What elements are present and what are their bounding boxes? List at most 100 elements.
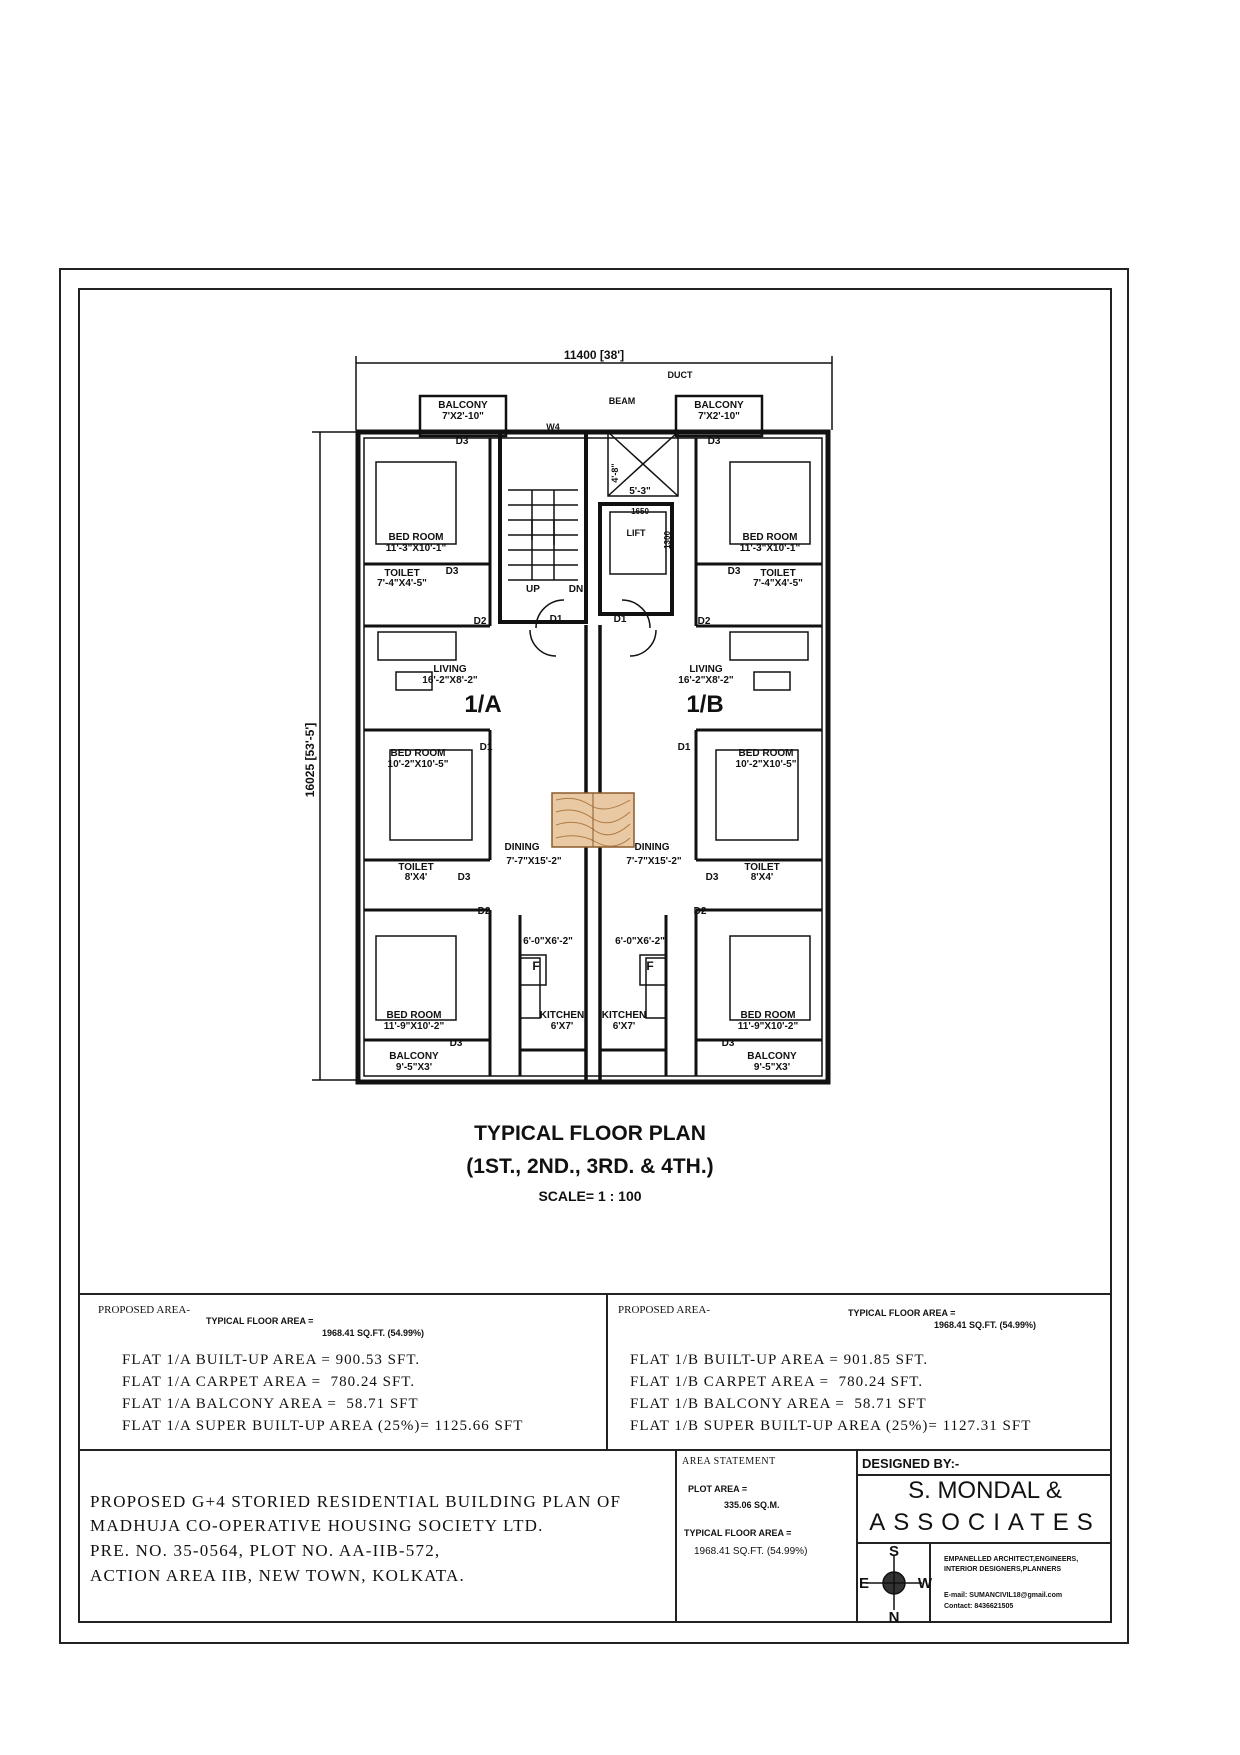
svg-text:D1: D1 [678, 742, 691, 753]
floor-area-label: TYPICAL FLOOR AREA = [684, 1528, 792, 1538]
svg-text:W: W [918, 1575, 933, 1592]
svg-text:9'-5"X3': 9'-5"X3' [396, 1062, 432, 1073]
svg-text:DINING: DINING [505, 842, 540, 853]
svg-text:7'-4"X4'-5": 7'-4"X4'-5" [753, 578, 803, 589]
svg-text:D1: D1 [614, 614, 627, 625]
svg-text:DINING: DINING [635, 842, 670, 853]
svg-text:1/A: 1/A [464, 691, 501, 718]
svg-text:D1: D1 [480, 742, 493, 753]
svg-text:D1: D1 [550, 614, 563, 625]
svg-text:BALCONY: BALCONY [438, 400, 488, 411]
svg-text:D3: D3 [458, 872, 471, 883]
svg-text:8'X4': 8'X4' [751, 872, 774, 883]
project-line-4: ACTION AREA IIB, NEW TOWN, KOLKATA. [90, 1566, 465, 1585]
plan-scale: SCALE= 1 : 100 [538, 1188, 642, 1204]
svg-text:D3: D3 [706, 872, 719, 883]
svg-text:D2: D2 [698, 616, 711, 627]
svg-text:TOILET: TOILET [398, 862, 433, 873]
svg-text:D3: D3 [446, 566, 459, 577]
area-left-typical-label: TYPICAL FLOOR AREA = [206, 1316, 314, 1326]
svg-text:BED ROOM: BED ROOM [391, 748, 446, 759]
svg-text:BED ROOM: BED ROOM [741, 1010, 796, 1021]
svg-text:6'-0"X6'-2": 6'-0"X6'-2" [523, 936, 573, 947]
svg-text:7'-7"X15'-2": 7'-7"X15'-2" [626, 856, 682, 867]
svg-text:16025 [53'-5']: 16025 [53'-5'] [303, 723, 317, 797]
area-left-line-2: FLAT 1/A CARPET AREA = 780.24 SFT. [122, 1374, 416, 1390]
area-left-heading: PROPOSED AREA- [98, 1304, 190, 1316]
project-line-3: PRE. NO. 35-0564, PLOT NO. AA-IIB-572, [90, 1541, 441, 1560]
svg-text:E: E [859, 1575, 869, 1592]
designer-email: E-mail: SUMANCIVIL18@gmail.com [944, 1592, 1063, 1599]
svg-text:6'-0"X6'-2": 6'-0"X6'-2" [615, 936, 665, 947]
svg-text:DUCT: DUCT [668, 370, 693, 380]
svg-text:BED ROOM: BED ROOM [389, 532, 444, 543]
plot-area-label: PLOT AREA = [688, 1484, 748, 1494]
svg-text:KITCHEN: KITCHEN [540, 1010, 584, 1021]
plot-area-value: 335.06 SQ.M. [724, 1500, 780, 1510]
svg-text:BALCONY: BALCONY [747, 1051, 797, 1062]
svg-text:BED ROOM: BED ROOM [387, 1010, 442, 1021]
sheet-inner-border [78, 288, 1112, 1623]
svg-text:LIVING: LIVING [689, 664, 723, 675]
svg-text:D2: D2 [478, 906, 491, 917]
svg-text:F: F [532, 959, 539, 973]
project-line-1: PROPOSED G+4 STORIED RESIDENTIAL BUILDIN… [90, 1492, 622, 1511]
compass-icon [866, 1556, 922, 1610]
designer-heading: DESIGNED BY:- [862, 1456, 960, 1471]
svg-text:KITCHEN: KITCHEN [602, 1010, 646, 1021]
plan-title: TYPICAL FLOOR PLAN [474, 1122, 706, 1145]
plan-subtitle: (1ST., 2ND., 3RD. & 4TH.) [466, 1155, 714, 1178]
svg-text:8'X4': 8'X4' [405, 872, 428, 883]
svg-text:7'X2'-10": 7'X2'-10" [698, 411, 740, 422]
svg-text:10'-2"X10'-5": 10'-2"X10'-5" [736, 759, 797, 770]
svg-text:BALCONY: BALCONY [389, 1051, 439, 1062]
svg-text:LIFT: LIFT [627, 528, 646, 538]
svg-text:BALCONY: BALCONY [694, 400, 744, 411]
area-right-line-1: FLAT 1/B BUILT-UP AREA = 901.85 SFT. [630, 1352, 929, 1368]
area-left-line-4: FLAT 1/A SUPER BUILT-UP AREA (25%)= 1125… [122, 1418, 524, 1434]
designer-name-line-1: S. MONDAL & [908, 1477, 1062, 1504]
svg-text:6'X7': 6'X7' [551, 1021, 574, 1032]
area-statement-heading: AREA STATEMENT [682, 1456, 776, 1467]
designer-contact: Contact: 8436621505 [944, 1603, 1014, 1610]
svg-text:11'-3"X10'-1": 11'-3"X10'-1" [740, 543, 801, 554]
designer-desc-2: INTERIOR DESIGNERS,PLANNERS [944, 1566, 1062, 1573]
svg-text:10'-2"X10'-5": 10'-2"X10'-5" [388, 759, 449, 770]
area-right-line-4: FLAT 1/B SUPER BUILT-UP AREA (25%)= 1127… [630, 1418, 1032, 1434]
svg-text:W4: W4 [546, 422, 560, 432]
svg-text:BED ROOM: BED ROOM [743, 532, 798, 543]
area-right-heading: PROPOSED AREA- [618, 1304, 710, 1316]
area-right-line-2: FLAT 1/B CARPET AREA = 780.24 SFT. [630, 1374, 924, 1390]
designer-name-line-2: ASSOCIATES [869, 1509, 1101, 1536]
svg-text:7'-4"X4'-5": 7'-4"X4'-5" [377, 578, 427, 589]
sheet-outer-border [59, 268, 1129, 1644]
floor-area-value: 1968.41 SQ.FT. (54.99%) [694, 1546, 808, 1557]
svg-text:BED ROOM: BED ROOM [739, 748, 794, 759]
svg-text:11'-9"X10'-2": 11'-9"X10'-2" [738, 1021, 799, 1032]
svg-text:1650: 1650 [631, 507, 649, 516]
designer-desc-1: EMPANELLED ARCHITECT,ENGINEERS, [944, 1556, 1079, 1563]
svg-text:D2: D2 [694, 906, 707, 917]
svg-text:D3: D3 [728, 566, 741, 577]
svg-text:UP: UP [526, 584, 540, 595]
svg-text:1300: 1300 [663, 531, 672, 549]
svg-text:4'-8": 4'-8" [610, 463, 620, 482]
svg-text:D3: D3 [708, 436, 721, 447]
area-left-line-3: FLAT 1/A BALCONY AREA = 58.71 SFT [122, 1396, 419, 1412]
area-left-typical-value: 1968.41 SQ.FT. (54.99%) [322, 1328, 425, 1338]
svg-text:16'-2"X8'-2": 16'-2"X8'-2" [422, 675, 478, 686]
svg-text:1/B: 1/B [686, 691, 723, 718]
project-line-2: MADHUJA CO-OPERATIVE HOUSING SOCIETY LTD… [90, 1516, 544, 1535]
area-right-typical-label: TYPICAL FLOOR AREA = [848, 1308, 956, 1318]
svg-text:D3: D3 [722, 1038, 735, 1049]
svg-text:7'-7"X15'-2": 7'-7"X15'-2" [506, 856, 562, 867]
svg-text:DN: DN [569, 584, 583, 595]
area-right-typical-value: 1968.41 SQ.FT. (54.99%) [934, 1320, 1037, 1330]
svg-text:S: S [889, 1543, 899, 1560]
svg-text:D2: D2 [474, 616, 487, 627]
svg-text:F: F [646, 959, 653, 973]
svg-text:11'-9"X10'-2": 11'-9"X10'-2" [384, 1021, 445, 1032]
svg-text:6'X7': 6'X7' [613, 1021, 636, 1032]
svg-text:TOILET: TOILET [384, 568, 419, 579]
